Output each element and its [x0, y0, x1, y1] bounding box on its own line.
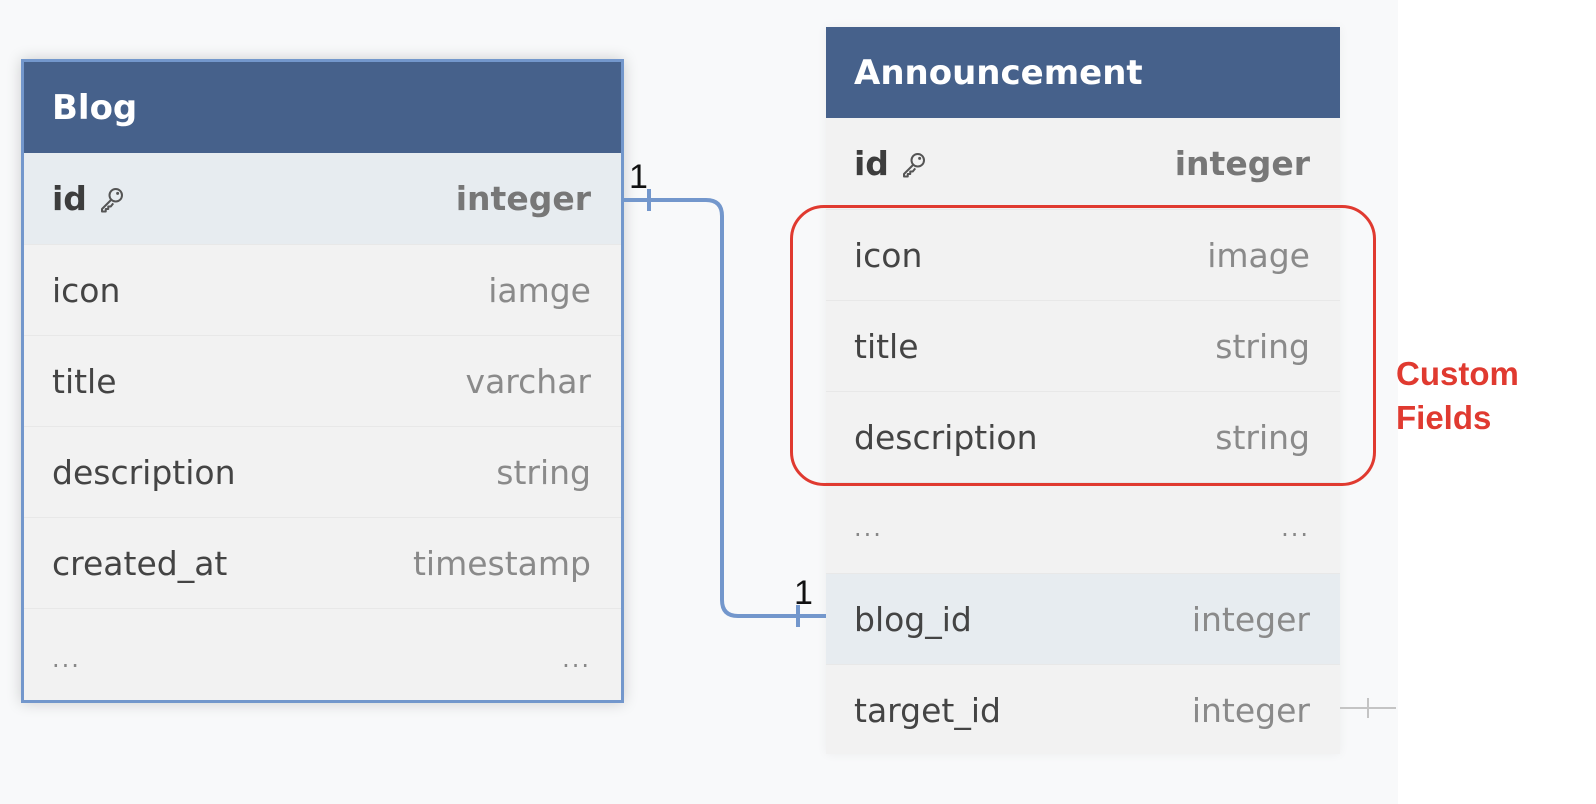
blog-field-type: integer — [455, 179, 591, 218]
announcement-field-type: ... — [1281, 514, 1310, 542]
blog-field-row-created-at[interactable]: created_at timestamp — [24, 517, 621, 608]
announcement-field-name: title — [854, 326, 919, 366]
announcement-field-name: id — [854, 144, 929, 183]
blog-field-row-description[interactable]: description string — [24, 426, 621, 517]
blog-field-type: varchar — [465, 361, 591, 401]
blog-field-type: iamge — [488, 270, 591, 310]
custom-fields-label: Custom Fields — [1396, 352, 1519, 440]
announcement-field-row-more[interactable]: ... ... — [826, 482, 1340, 573]
announcement-field-row-target-id[interactable]: target_id integer — [826, 664, 1340, 755]
blog-field-row-title[interactable]: title varchar — [24, 335, 621, 426]
announcement-field-type: string — [1215, 417, 1310, 457]
blog-field-type: ... — [562, 644, 591, 673]
blog-field-row-more[interactable]: ... ... — [24, 608, 621, 708]
blog-table-header[interactable]: Blog — [24, 62, 621, 153]
announcement-table-header[interactable]: Announcement — [826, 27, 1340, 118]
blog-announcement-relationship-line[interactable] — [624, 198, 826, 618]
announcement-field-row-id[interactable]: id integer — [826, 118, 1340, 209]
blog-table-title: Blog — [52, 87, 138, 128]
announcement-field-row-description[interactable]: description string — [826, 391, 1340, 482]
key-icon — [902, 152, 925, 177]
announcement-field-type: image — [1207, 235, 1310, 275]
blog-field-name: ... — [52, 644, 81, 673]
announcement-field-name: description — [854, 417, 1038, 457]
announcement-table-title: Announcement — [854, 52, 1143, 93]
blog-field-type: string — [496, 452, 591, 492]
blog-field-row-id[interactable]: id integer — [24, 153, 621, 244]
blog-field-type: timestamp — [412, 543, 591, 583]
custom-fields-label-line2: Fields — [1396, 399, 1492, 436]
announcement-field-row-blog-id[interactable]: blog_id integer — [826, 573, 1340, 664]
key-icon — [100, 187, 123, 212]
announcement-field-name: icon — [854, 235, 923, 275]
blog-field-name: description — [52, 452, 236, 492]
blog-field-name: created_at — [52, 543, 228, 583]
announcement-field-type: integer — [1191, 690, 1310, 730]
custom-fields-highlight-box — [790, 205, 1376, 486]
custom-fields-label-line1: Custom — [1396, 355, 1519, 392]
blog-field-name: id — [52, 179, 127, 218]
announcement-field-name: blog_id — [854, 599, 972, 639]
blog-field-name: title — [52, 361, 117, 401]
blog-side-cardinality: 1 — [629, 158, 648, 196]
announcement-field-type: integer — [1191, 599, 1310, 639]
announcement-field-type: integer — [1174, 144, 1310, 183]
announcement-table[interactable]: Announcement id integer icon image title… — [826, 27, 1340, 754]
announcement-side-cardinality: 1 — [794, 574, 813, 612]
announcement-field-name: ... — [854, 514, 883, 542]
blog-field-name: icon — [52, 270, 121, 310]
announcement-field-row-icon[interactable]: icon image — [826, 209, 1340, 300]
blog-table[interactable]: Blog id integer icon iamge title varchar… — [21, 59, 624, 703]
announcement-field-type: string — [1215, 326, 1310, 366]
announcement-field-row-title[interactable]: title string — [826, 300, 1340, 391]
blog-field-row-icon[interactable]: icon iamge — [24, 244, 621, 335]
announcement-field-name: target_id — [854, 690, 1001, 730]
